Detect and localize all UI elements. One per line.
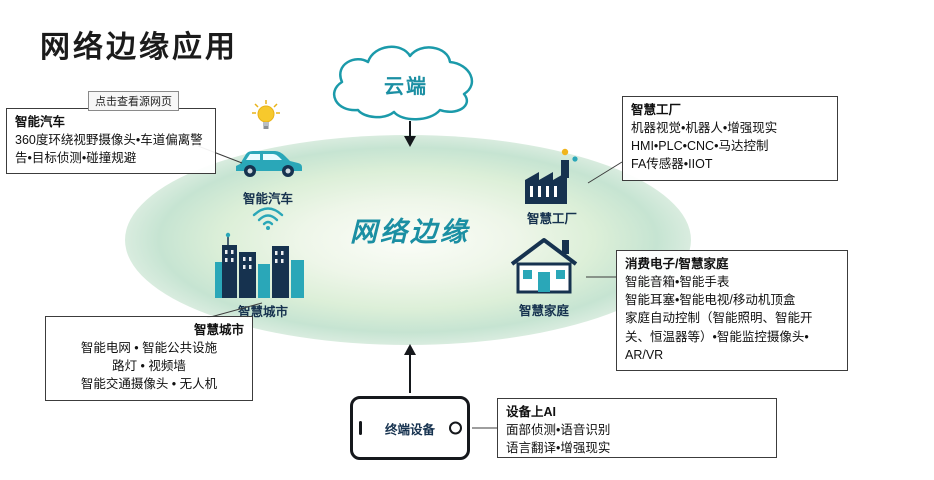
smart-factory-icon [520,146,582,211]
note-line: 智能电网 • 智能公共设施 [80,341,218,356]
smart-car-label: 智能汽车 [242,192,293,206]
note-device-ai: 设备上AI 面部侦测•语音识别 语言翻译•增强现实 [497,398,777,458]
note-smart-car: 智能汽车 360度环绕视野摄像头•车道偏离警 告•目标侦测•碰撞规避 [6,108,216,175]
smart-car-icon [230,140,306,185]
note-line: 智能交通摄像头 • 无人机 [80,377,218,392]
note-smart-city-title: 智慧城市 [193,323,244,337]
edge-zone-label: 网络边缘 [350,217,470,247]
note-line: FA传感器•IIOT [631,157,713,172]
note-smart-car-title: 智能汽车 [15,115,66,129]
note-smart-factory-title: 智慧工厂 [631,103,682,117]
view-source-badge[interactable]: 点击查看源网页 [88,91,179,111]
smart-factory-label: 智慧工厂 [526,212,577,226]
wifi-icon [252,206,284,235]
note-line: 路灯 • 视频墙 [112,359,186,374]
smart-home-label: 智慧家庭 [518,304,569,318]
note-line: AR/VR [625,347,664,362]
note-line: 智能音箱•智能手表 [625,275,730,290]
note-line: 语言翻译•增强现实 [506,441,611,456]
phone-speaker-slit [359,421,362,435]
page-title: 网络边缘应用 [40,31,238,64]
note-smart-home: 消费电子/智慧家庭 智能音箱•智能手表 智能耳塞•智能电视/移动机顶盒 家庭自动… [616,250,848,371]
note-line: 机器视觉•机器人•增强现实 [631,121,778,136]
note-line: HMI•PLC•CNC•马达控制 [631,139,769,154]
note-line: 智能耳塞•智能电视/移动机顶盒 [625,293,796,308]
terminal-device-icon: 终端设备 [350,396,470,460]
terminal-device-label: 终端设备 [384,422,435,437]
note-line: 360度环绕视野摄像头•车道偏离警 [15,133,203,148]
smart-home-icon [506,234,582,301]
lightbulb-icon [252,100,280,139]
note-line: 告•目标侦测•碰撞规避 [15,151,137,166]
note-line: 面部侦测•语音识别 [506,423,611,438]
note-device-ai-title: 设备上AI [506,405,557,419]
smart-city-icon [213,232,313,303]
note-line: 关、恒温器等）•智能监控摄像头• [625,329,809,344]
note-smart-home-title: 消费电子/智慧家庭 [625,257,729,271]
note-smart-city: 智慧城市 智能电网 • 智能公共设施 路灯 • 视频墙 智能交通摄像头 • 无人… [45,316,253,401]
cloud-label: 云端 [384,76,428,98]
note-line: 家庭自动控制（智能照明、智能开 [625,311,813,326]
note-smart-factory: 智慧工厂 机器视觉•机器人•增强现实 HMI•PLC•CNC•马达控制 FA传感… [622,96,838,181]
cloud-node: 云端 [318,34,494,122]
phone-home-button [449,421,462,435]
